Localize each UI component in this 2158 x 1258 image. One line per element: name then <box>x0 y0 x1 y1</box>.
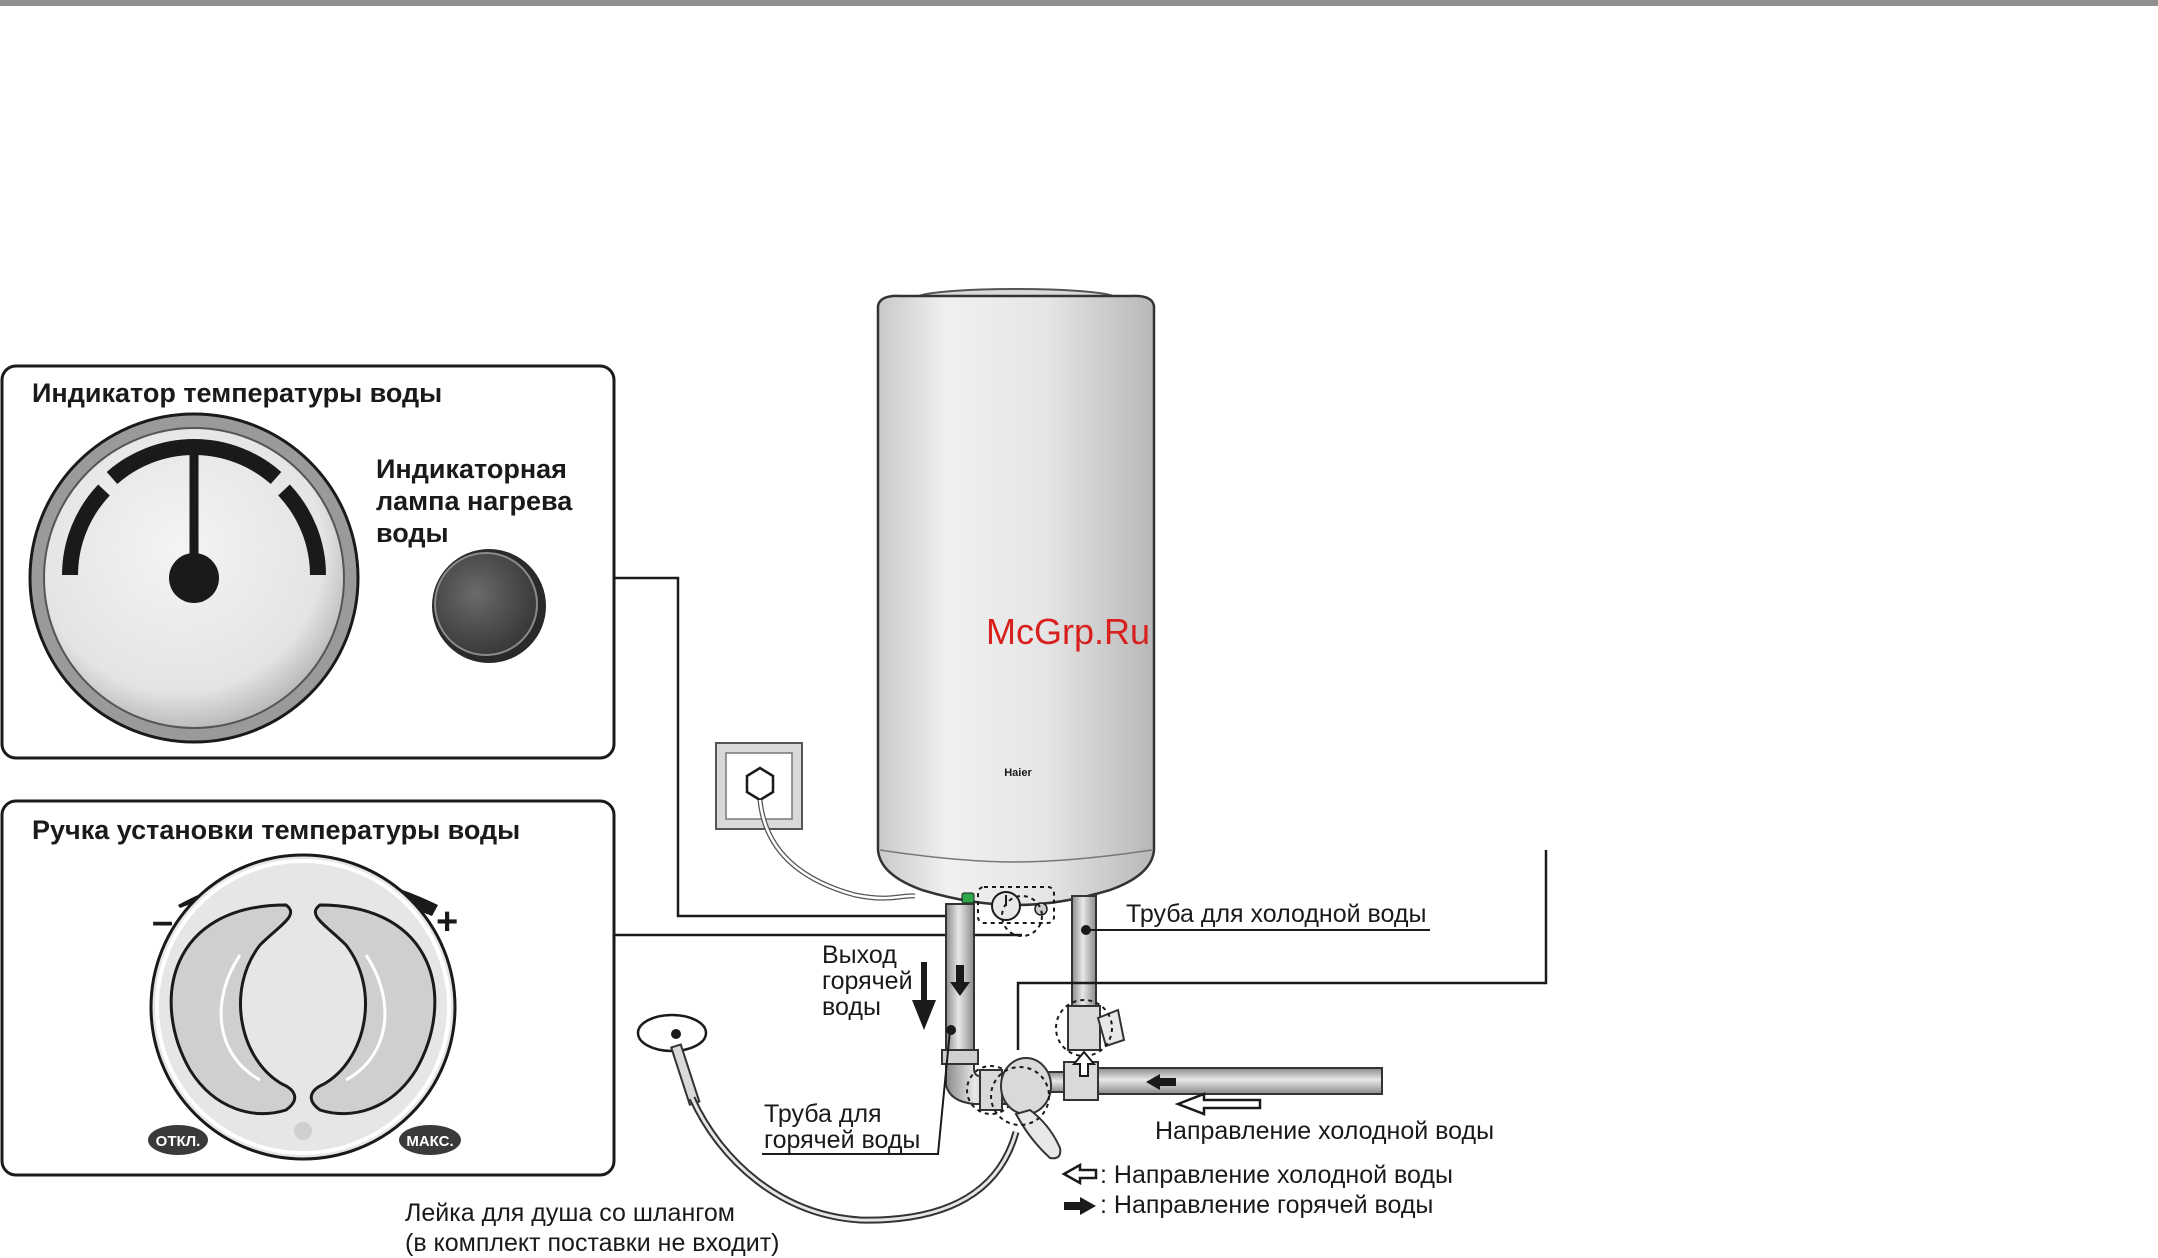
knob-center-dot <box>294 1122 312 1140</box>
water-heater-tank: Haier <box>876 288 1156 907</box>
knob-max-badge: МАКС. <box>399 1125 461 1155</box>
brand-logo: Haier <box>1004 767 1032 779</box>
top-bar <box>0 0 2158 6</box>
knob-grip-left <box>169 903 297 1116</box>
gauge-scale-arc-left <box>62 484 110 576</box>
legend: : Направление холодной воды : Направлени… <box>1061 1161 1453 1219</box>
temperature-gauge <box>28 412 360 744</box>
hot-direction-arrow-large <box>912 962 936 1030</box>
tank-control-area <box>961 886 1055 937</box>
indicator-panel: Индикатор температуры воды Индикаторная … <box>0 364 616 760</box>
hot-out-label-line1: Выход <box>822 941 897 969</box>
hot-direction-arrow-pipe <box>950 965 970 996</box>
knob-grip-right <box>309 903 437 1116</box>
solid-arrow-right-icon <box>1064 1197 1096 1215</box>
legend-hot-text: : Направление горячей воды <box>1100 1191 1433 1219</box>
cold-direction-arrow-valve <box>1071 1050 1097 1077</box>
legend-cold-text: : Направление холодной воды <box>1100 1161 1453 1189</box>
safety-valve <box>1055 999 1126 1057</box>
cold-water-pipe-vertical <box>1071 895 1097 1007</box>
knob-plus-sign: + <box>436 901 458 943</box>
power-socket <box>715 742 803 830</box>
hot-out-label-line3: воды <box>822 993 881 1021</box>
knob-panel: Ручка установки температуры воды – + ОТК… <box>0 799 616 1177</box>
heating-indicator-lamp <box>432 549 546 663</box>
knob-panel-title: Ручка установки температуры воды <box>32 815 520 845</box>
hot-pipe-label-line2: горячей воды <box>764 1126 920 1154</box>
cold-pipe-label: Труба для холодной воды <box>1126 900 1426 928</box>
shower-label-line1: Лейка для душа со шлангом <box>405 1199 735 1227</box>
cold-water-pipe-horizontal <box>1063 1067 1383 1095</box>
indicator-callout-line <box>614 576 965 918</box>
outline-arrow-left-icon <box>1061 1162 1098 1186</box>
knob-minus-sign: – <box>152 901 173 943</box>
lamp-label-line1: Индикаторная <box>376 454 567 484</box>
shower-head <box>636 1013 708 1106</box>
bracket-line <box>1016 850 1548 1050</box>
hot-out-label-line2: горячей <box>822 967 913 995</box>
gauge-scale-arc-right <box>278 484 326 576</box>
knob-max-label: МАКС. <box>406 1133 453 1150</box>
cold-direction-arrow-large <box>1174 1092 1262 1116</box>
cold-direction-arrow-pipe <box>1146 1074 1176 1090</box>
knob-off-badge: ОТКЛ. <box>148 1125 208 1155</box>
shower-label-line2: (в комплект поставки не входит) <box>405 1229 780 1257</box>
cold-direction-label: Направление холодной воды <box>1155 1117 1494 1145</box>
temperature-knob[interactable] <box>149 853 457 1161</box>
indicator-led <box>961 892 975 904</box>
knob-off-label: ОТКЛ. <box>156 1133 201 1150</box>
lamp-label-line3: воды <box>376 518 449 548</box>
gauge-hub <box>169 553 219 603</box>
mixer-faucet <box>990 1057 1062 1160</box>
lamp-label-line2: лампа нагрева <box>376 486 573 516</box>
watermark: McGrp.Ru <box>986 611 1150 652</box>
gauge-scale-arc-top <box>106 439 282 485</box>
indicator-panel-title: Индикатор температуры воды <box>32 378 442 408</box>
hot-pipe-label-line1: Труба для <box>764 1100 882 1128</box>
